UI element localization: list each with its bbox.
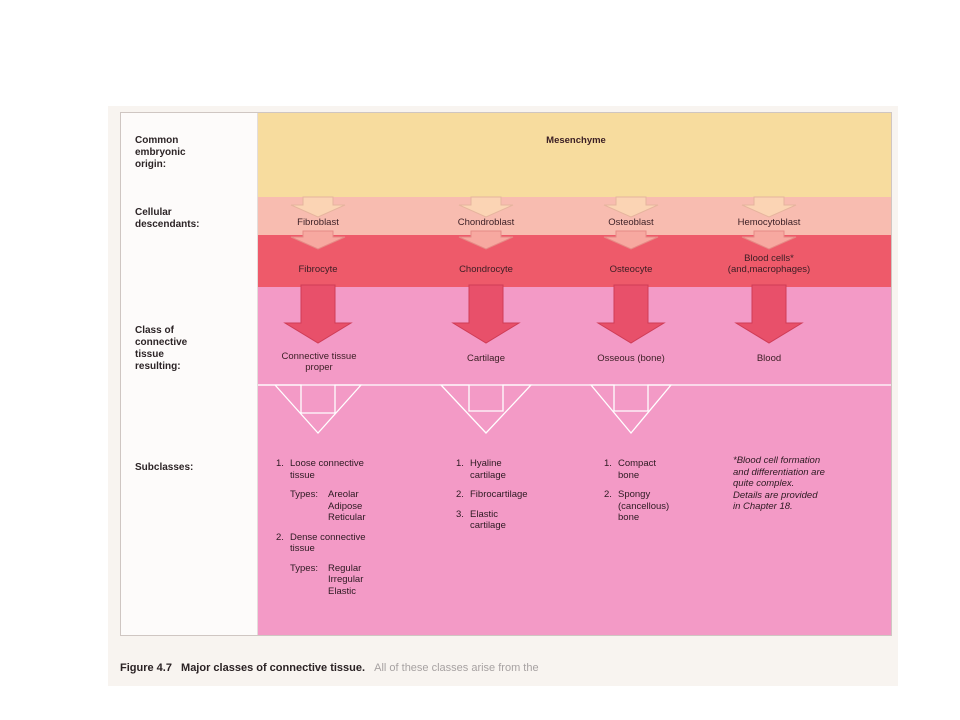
- label-subclasses: Subclasses:: [135, 462, 194, 473]
- class-blood: Blood: [756, 353, 782, 364]
- types-label: Types:: [290, 562, 318, 574]
- arrow-to-connective-tissue-proper: [283, 284, 353, 344]
- subclass-text: Loose connective tissue: [290, 458, 364, 481]
- arrow-to-cartilage-subclasses: [439, 384, 533, 434]
- subclass-item: 3. Elastic cartilage: [456, 509, 576, 532]
- arrow-hemocytoblast-to-blood-cells: [741, 230, 797, 250]
- arrow-to-cartilage: [451, 284, 521, 344]
- class-osseous: Osseous (bone): [597, 353, 665, 364]
- type-item: Reticular: [328, 512, 366, 523]
- figure-caption: Figure 4.7 Major classes of connective t…: [120, 662, 539, 674]
- arrow-osteoblast-to-osteocyte: [603, 230, 659, 250]
- subclass-number: 3.: [456, 508, 464, 520]
- descendant-osteoblast: Osteoblast: [608, 217, 654, 228]
- caption-title: Major classes of connective tissue.: [181, 662, 366, 674]
- mature-osteocyte: Osteocyte: [609, 264, 653, 275]
- subclasses-bone: 1. Compact bone 2. Spongy (cancellous) b…: [604, 458, 714, 532]
- subclass-item: 2. Spongy (cancellous) bone: [604, 489, 714, 524]
- origin-mesenchyme: Mesenchyme: [546, 135, 606, 146]
- class-connective-tissue-proper: Connective tissue proper: [281, 351, 357, 373]
- arrow-chondroblast-to-chondrocyte: [458, 230, 514, 250]
- arrow-to-blood: [734, 284, 804, 344]
- arrow-to-bone-subclasses: [589, 384, 673, 435]
- subclasses-cartilage: 1. Hyaline cartilage 2. Fibrocartilage 3…: [456, 458, 576, 540]
- lower-field: [258, 287, 891, 635]
- subclasses-connective-tissue: 1. Loose connective tissue Types: Areola…: [276, 458, 426, 605]
- arrow-fibroblast-to-fibrocyte: [290, 230, 346, 250]
- arrow-origin-to-chondroblast: [458, 196, 514, 218]
- dense-types: Types: Regular Irregular Elastic: [290, 563, 426, 598]
- mature-fibrocyte: Fibrocyte: [298, 264, 338, 275]
- mature-chondrocyte: Chondrocyte: [459, 264, 513, 275]
- left-label-panel: [121, 113, 258, 635]
- subclass-item: 2. Fibrocartilage: [456, 489, 576, 501]
- type-item: Elastic: [328, 585, 356, 597]
- subclass-number: 1.: [276, 458, 284, 469]
- subclass-item: 1. Hyaline cartilage: [456, 458, 576, 481]
- label-class-of-connective-tissue: Class of connective tissue resulting:: [135, 325, 188, 372]
- arrow-origin-to-hemocytoblast: [741, 196, 797, 218]
- subclass-number: 1.: [456, 458, 464, 469]
- label-common-embryonic-origin: Common embryonic origin:: [135, 135, 186, 170]
- diagram-graphics: [121, 113, 891, 635]
- subclass-text: Compact bone: [618, 458, 657, 481]
- mature-blood-cells: Blood cells* (and,macrophages): [727, 253, 811, 275]
- mature-cell-band: [258, 235, 891, 287]
- descendant-chondroblast: Chondroblast: [457, 217, 515, 228]
- subclass-text: Fibrocartilage: [470, 489, 528, 500]
- class-cartilage: Cartilage: [466, 353, 506, 364]
- caption-number: Figure 4.7: [120, 662, 172, 674]
- arrow-origin-to-osteoblast: [603, 196, 659, 218]
- subclass-loose: 1. Loose connective tissue: [276, 458, 426, 481]
- type-item: Adipose: [328, 500, 363, 512]
- subclass-item: 1. Compact bone: [604, 458, 714, 481]
- subclass-number: 2.: [276, 531, 284, 543]
- label-cellular-descendants: Cellular descendants:: [135, 207, 200, 230]
- descendant-band: [258, 197, 891, 235]
- descendant-hemocytoblast: Hemocytoblast: [737, 217, 801, 228]
- subclass-number: 1.: [604, 458, 612, 469]
- origin-band: [258, 113, 891, 197]
- connective-tissue-diagram: Common embryonic origin: Cellular descen…: [120, 112, 892, 636]
- caption-text: All of these classes arise from the: [374, 662, 539, 674]
- loose-types: Types: Areolar Adipose Reticular: [290, 489, 426, 524]
- subclass-number: 2.: [456, 489, 464, 500]
- arrow-to-osseous: [596, 284, 666, 344]
- blood-footnote: *Blood cell formation and differentiatio…: [733, 455, 825, 512]
- types-label: Types:: [290, 489, 318, 500]
- subclass-text: Hyaline cartilage: [470, 458, 506, 481]
- subclass-text: Elastic cartilage: [470, 508, 506, 532]
- type-item: Irregular: [328, 574, 364, 585]
- type-item: Regular: [328, 562, 362, 574]
- subclass-number: 2.: [604, 489, 612, 500]
- subclass-dense: 2. Dense connective tissue: [276, 532, 426, 555]
- arrow-origin-to-fibroblast: [290, 196, 346, 218]
- subclass-text: Spongy (cancellous) bone: [618, 489, 670, 523]
- subclass-text: Dense connective tissue: [290, 531, 366, 555]
- type-item: Areolar: [328, 489, 359, 500]
- descendant-fibroblast: Fibroblast: [297, 217, 339, 228]
